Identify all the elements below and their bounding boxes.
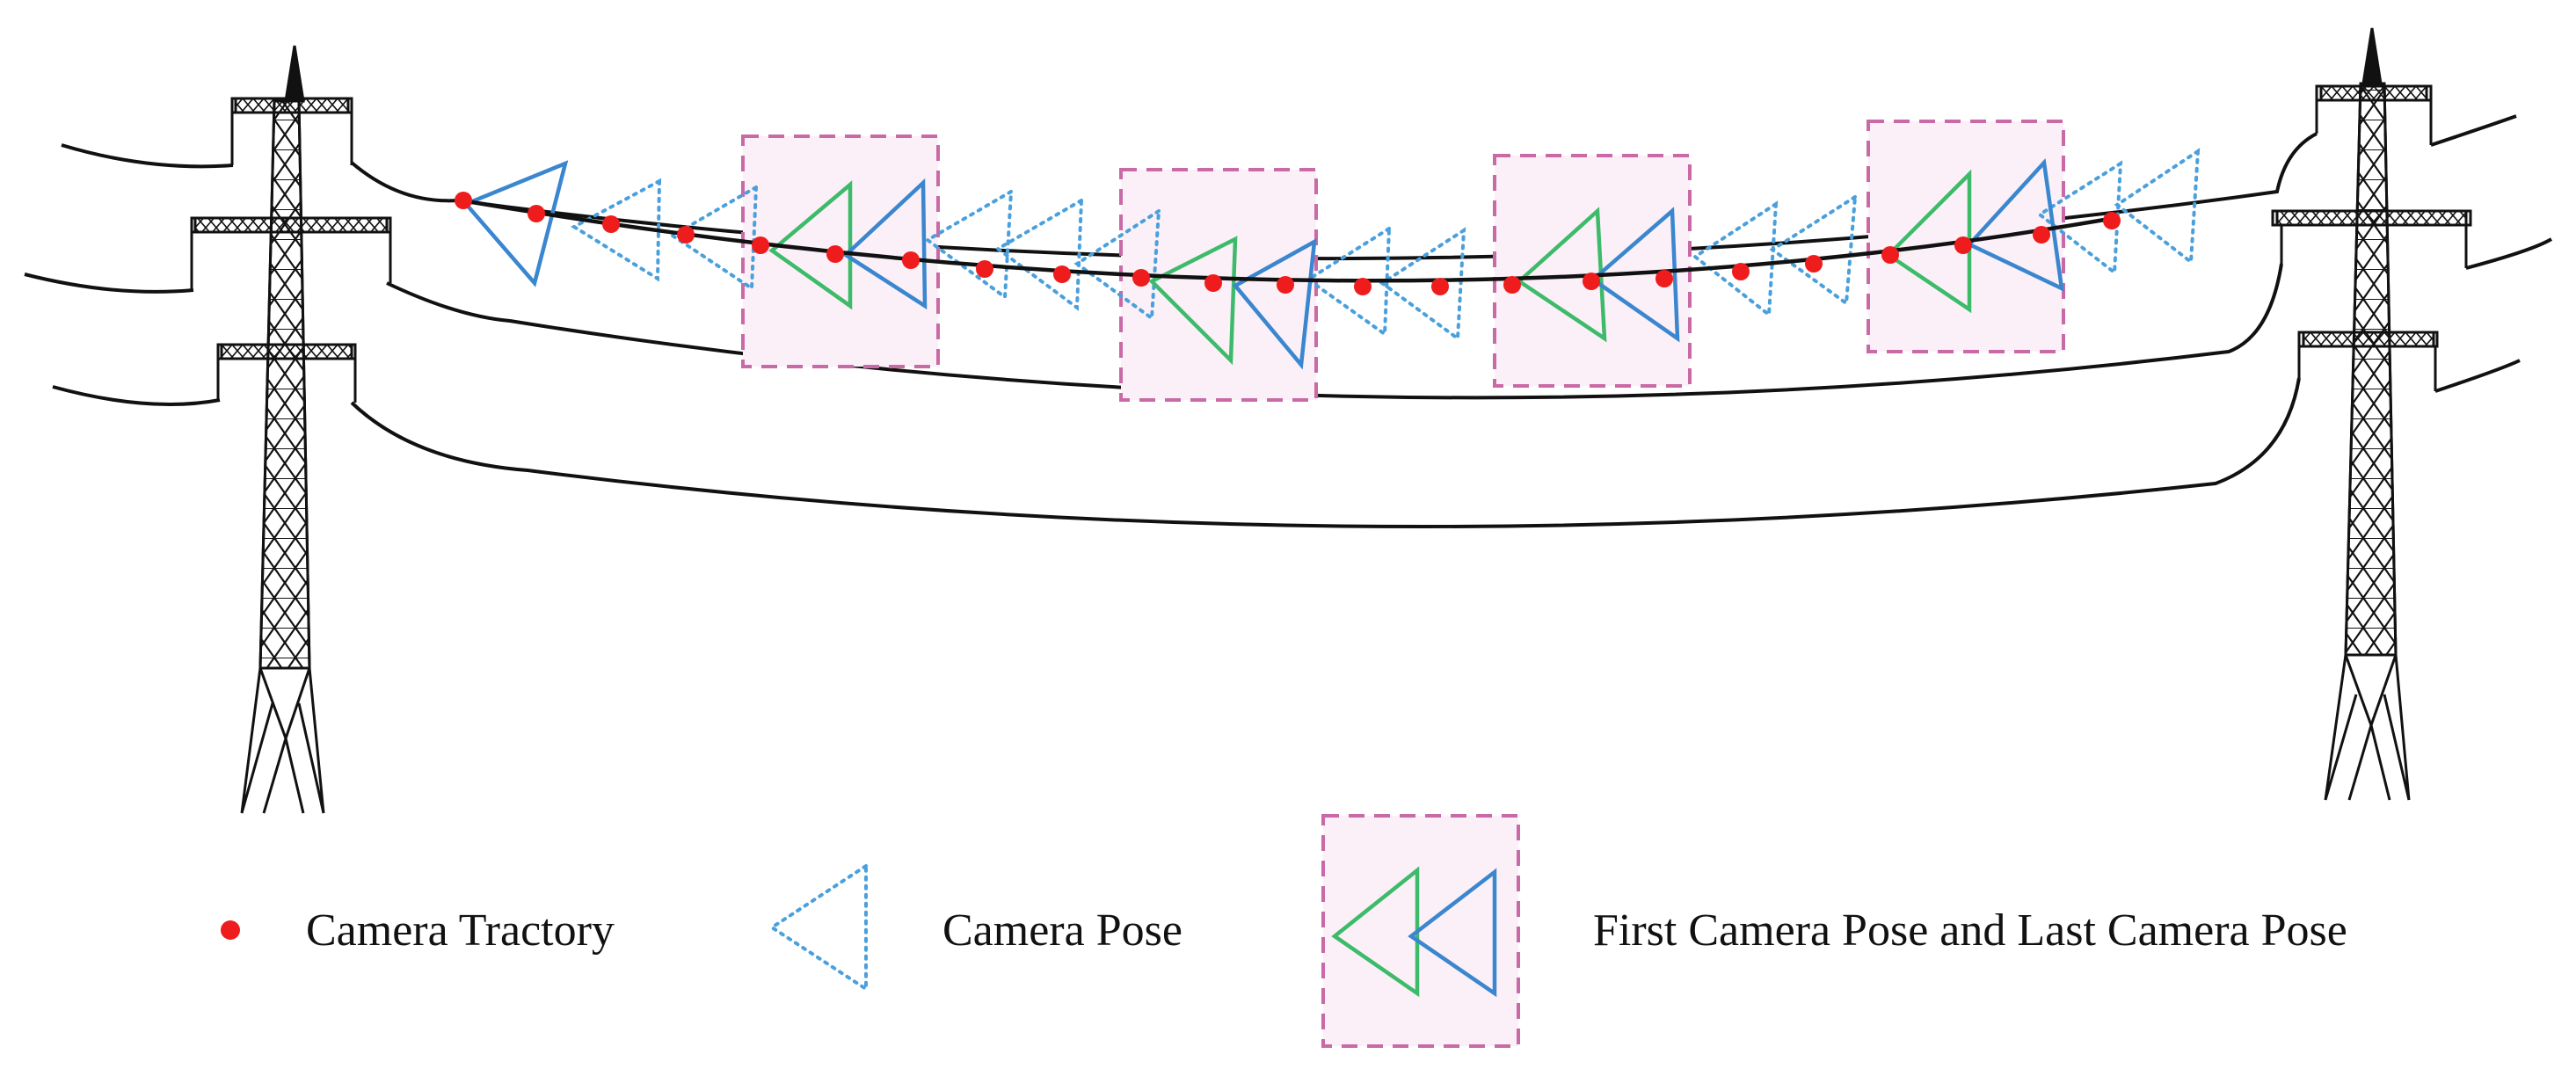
left-transmission-tower-icon [190,45,392,814]
middle-conductor [386,263,2283,400]
last-camera-pose-icon [1232,237,1317,370]
trajectory-point [602,215,620,233]
trajectory-point [528,205,545,222]
trajectory-point [1954,236,1972,254]
keyframe-boxes [741,120,2065,402]
trajectory-point [902,251,920,269]
last-camera-pose-icon [1590,207,1680,343]
right-transmission-tower-icon [2271,27,2472,801]
legend-pose-label: Camera Pose [942,905,1182,956]
left-line-stub-1 [61,143,234,169]
right-line-stub-2 [2465,237,2553,270]
camera-pose-icon [1073,207,1161,322]
trajectory-point [1503,276,1521,294]
trajectory-point [1655,270,1673,287]
power-lines [24,114,2553,528]
camera-pose-icon [1379,227,1466,342]
trajectory-point [1881,246,1899,264]
trajectory-point [1132,269,1150,287]
camera-pose-icon [924,188,1014,301]
camera-pose-icon [1305,225,1392,338]
trajectory-point [2103,212,2121,229]
trajectory-point [752,236,769,254]
legend-camera-pose-icon [768,862,868,992]
bottom-conductor [350,377,2301,528]
trajectory-point [455,192,472,209]
trajectory-point [677,226,695,244]
top-conductor [350,132,2318,261]
legend-first-last-label: First Camera Pose and Last Camera Pose [1593,905,2347,956]
trajectory-point [2033,226,2050,244]
camera-pose-icon [2114,148,2201,265]
camera-pose-icon [1692,200,1779,318]
last-camera-pose-icon [1966,157,2064,292]
camera-poses [571,148,2201,342]
start-camera-pose-icon [462,160,569,287]
camera-trajectory-line [461,198,2115,283]
trajectory-point [1583,273,1600,290]
trajectory-point [826,245,844,263]
trajectory-point [1805,255,1823,273]
left-line-stub-3 [52,385,221,406]
last-camera-pose-icon [842,178,928,310]
trajectory-point [1732,263,1750,280]
camera-trajectory-points [455,192,2121,295]
right-line-stub-3 [2434,359,2521,393]
camera-pose-icon [994,197,1084,311]
legend-last-pose-icon [1408,868,1497,998]
right-line-stub-1 [2430,114,2517,147]
first-camera-pose-icon [1148,236,1238,366]
trajectory-point [1431,278,1449,295]
legend-trajectory-point [221,920,240,940]
first-camera-pose-icon [768,180,853,310]
left-line-stub-2 [24,273,194,294]
trajectory-point [1053,265,1071,283]
trajectory-point [1277,276,1294,294]
legend-trajectory-label: Camera Tractory [306,905,615,956]
camera-pose-icon [669,184,759,292]
trajectory-point [976,260,993,278]
keyframe-box-4 [1867,120,2065,353]
trajectory-point [1354,278,1372,295]
camera-pose-icon [1769,193,1858,307]
legend: Camera Tractory Camera Pose First Camera… [221,814,2347,1048]
trajectory-point [1204,274,1222,292]
keyframe-poses [768,157,2064,370]
